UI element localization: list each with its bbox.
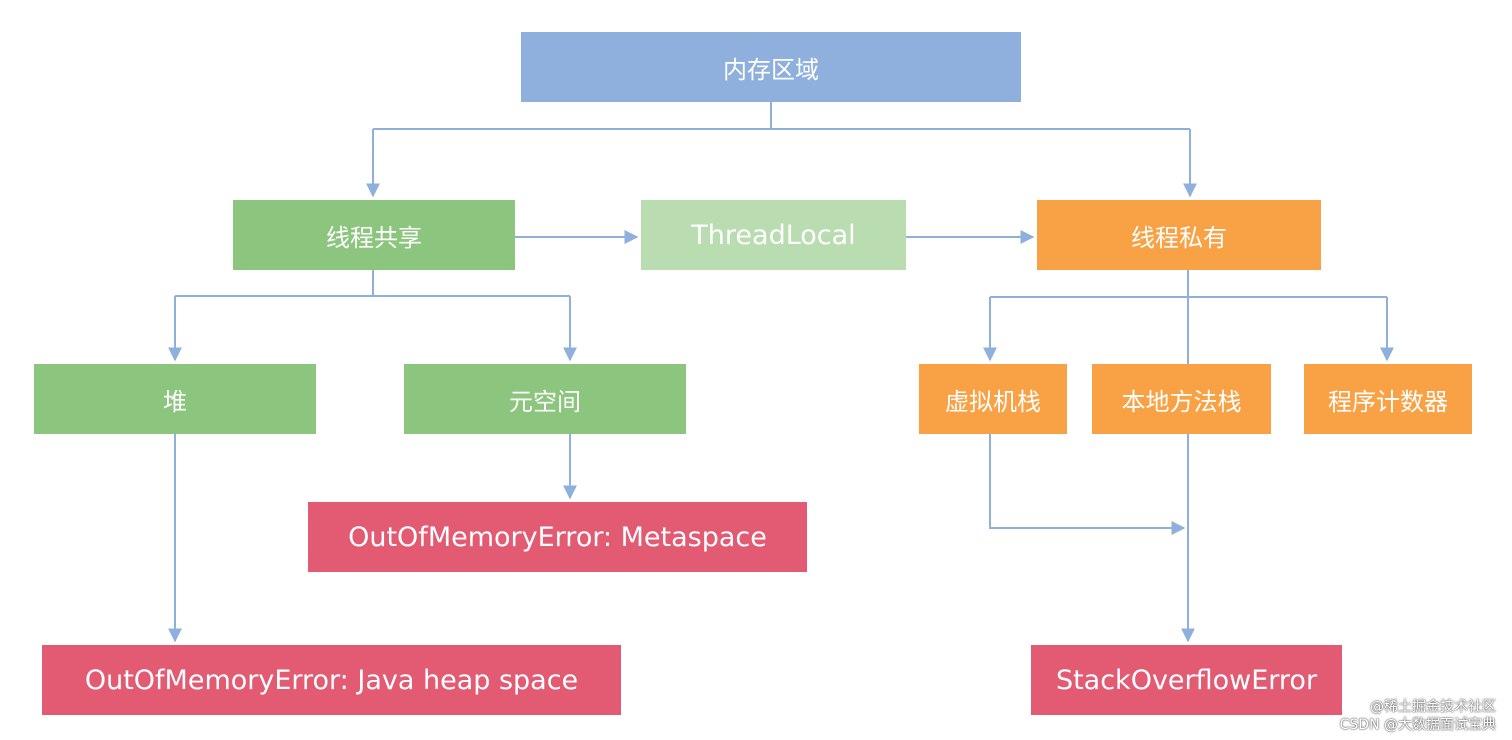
watermark-line-1: @稀土掘金技术社区: [1370, 699, 1496, 715]
node-native-method-stack: 本地方法栈: [1092, 364, 1271, 434]
node-vm-stack: 虚拟机栈: [919, 364, 1067, 434]
node-oom-java-heap: OutOfMemoryError: Java heap space: [42, 645, 621, 715]
node-heap: 堆: [34, 364, 316, 434]
node-thread-private: 线程私有: [1037, 200, 1321, 270]
watermark-line-2: CSDN @大数据面试宝典: [1339, 717, 1496, 733]
node-threadlocal: ThreadLocal: [641, 200, 906, 270]
node-program-counter: 程序计数器: [1304, 364, 1472, 434]
node-stack-overflow-error: StackOverflowError: [1031, 645, 1342, 715]
watermark: @稀土掘金技术社区 CSDN @大数据面试宝典: [1340, 698, 1496, 734]
node-memory-area: 内存区域: [521, 32, 1021, 102]
connector-shared-split: [175, 270, 570, 297]
arrow-vmstack-to-trunk: [989, 434, 1186, 535]
node-oom-metaspace: OutOfMemoryError: Metaspace: [308, 502, 807, 572]
node-metaspace: 元空间: [404, 364, 686, 434]
connector-root-split: [373, 102, 1190, 130]
node-thread-shared: 线程共享: [233, 200, 515, 270]
